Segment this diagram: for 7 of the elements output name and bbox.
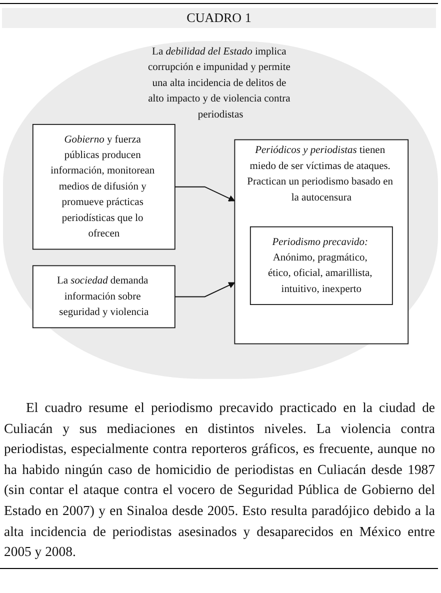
caption: El cuadro resume el periodismo precavido practicado en la ciudad de Culiacán y sus mediaciones en distintos niveles. La violencia contra periodistas, especialmente contra reporteros gráficos, es frecuente, aunque no ha habido ningún caso de homicidio de periodistas en Culiacán desde 1987 (sin contar el ataque contra el vocero de Seguridad Pública de Gobierno del Estado en 2007) y en Sinaloa desde 2005. Esto resulta paradójico debido a la alta incidencia de periodistas asesinados y desaparecidos en México entre 2005 y 2008. — [4, 399, 435, 562]
arrow — [174, 186, 235, 202]
text-box: Periodismo precavido: Anónimo, pragmático, ético, oficial, amarillista, intuitivo, inexperto — [250, 226, 393, 305]
arrow — [174, 282, 235, 298]
text-box: La sociedad demanda información sobre seguridad y violencia — [32, 265, 176, 328]
text-box: Gobierno y fuerza públicas producen información, monitorean medios de difusión y promueve prácticas periodísticas que lo ofrecen — [32, 124, 176, 250]
title: CUADRO 1 — [2, 8, 436, 28]
